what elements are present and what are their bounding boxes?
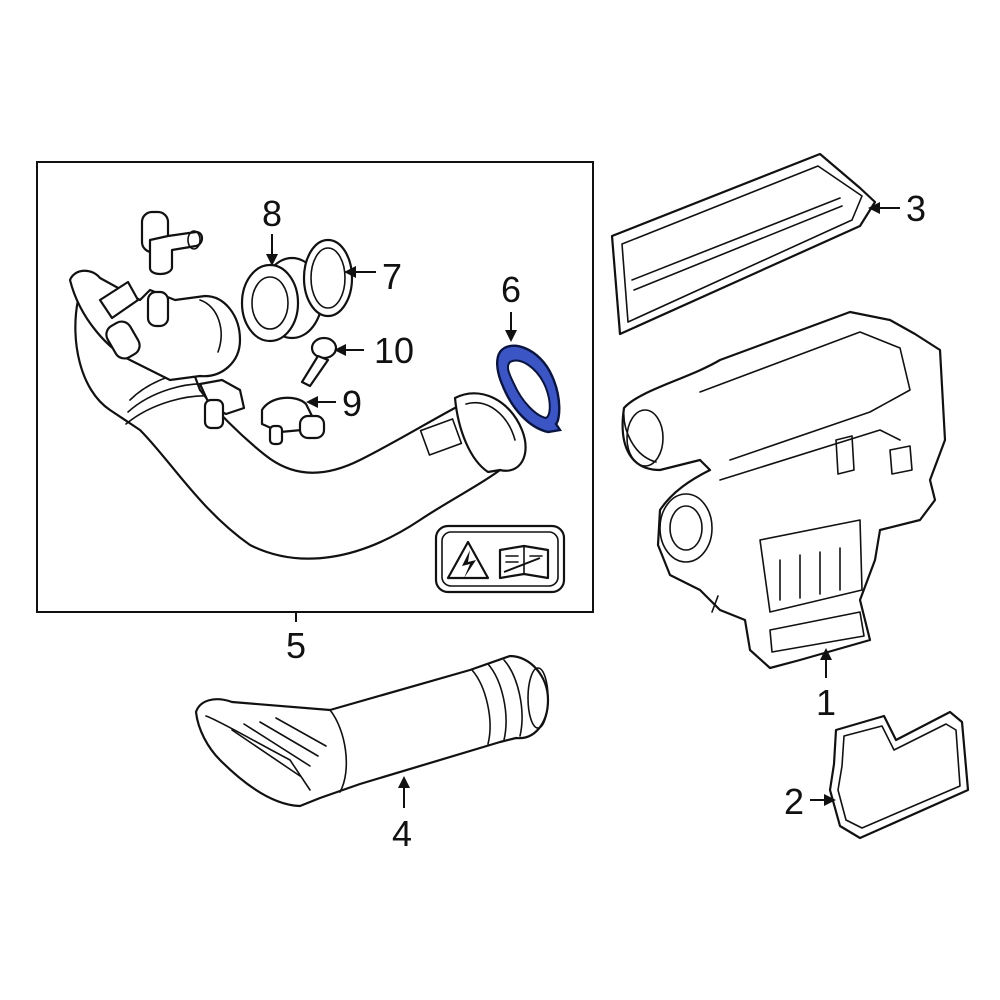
service-icons-panel (434, 524, 566, 594)
kit-boundary-box (36, 161, 594, 613)
callout-labels: 1 2 3 4 5 6 7 8 9 10 (262, 188, 926, 854)
part-4-intake-duct[interactable] (194, 654, 550, 808)
callout-1: 1 (816, 682, 836, 723)
callout-9: 9 (342, 383, 362, 424)
service-manual-icon (498, 544, 550, 580)
callout-5: 5 (286, 625, 306, 666)
callout-8: 8 (262, 193, 282, 234)
part-9-sensor[interactable] (260, 396, 326, 446)
part-7-clamp-ring[interactable] (302, 238, 354, 318)
callout-7: 7 (382, 256, 402, 297)
part-10-bolt[interactable] (300, 336, 338, 388)
elbow-fitting[interactable] (140, 210, 204, 276)
callout-4: 4 (392, 813, 412, 854)
electrical-warning-icon (446, 540, 490, 580)
leader-lines (266, 202, 900, 808)
callout-6: 6 (501, 269, 521, 310)
callout-2: 2 (784, 781, 804, 822)
part-1-air-cleaner-housing[interactable] (621, 310, 947, 670)
callout-10: 10 (374, 330, 414, 371)
part-2-gasket[interactable] (828, 710, 970, 840)
part-6-seal[interactable] (496, 344, 563, 434)
part-3-air-filter[interactable] (610, 152, 877, 336)
intake-duct-assembly[interactable] (68, 269, 527, 560)
callout-3: 3 (906, 188, 926, 229)
